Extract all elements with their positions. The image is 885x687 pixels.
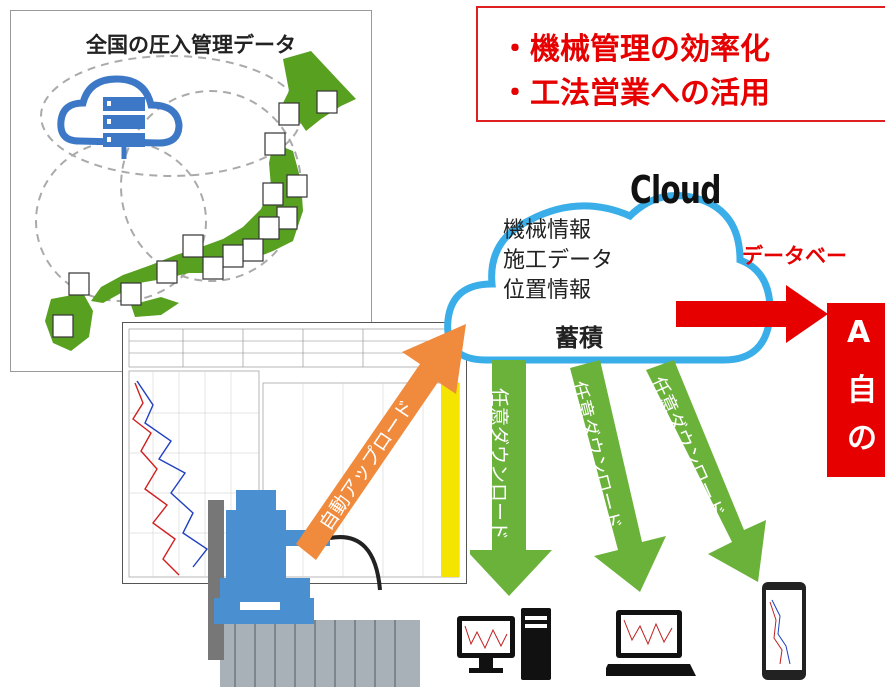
benefit-sales-use: ・工法営業への活用 — [500, 76, 770, 111]
benefits-box: ・機械管理の効率化 ・工法営業への活用 — [476, 6, 885, 122]
cloud-storage-label: 蓄積 — [555, 324, 603, 352]
japan-map-panel: 全国の圧入管理データ — [10, 10, 372, 372]
japan-islands — [45, 51, 356, 351]
ai-box-line2: 自 — [847, 373, 877, 408]
database-label: データベー — [742, 244, 847, 268]
cloud-shape — [444, 192, 774, 364]
database-arrow — [676, 285, 828, 343]
japan-map — [35, 51, 356, 351]
site-thumbnails — [52, 90, 338, 338]
report-chart — [128, 328, 460, 578]
upload-arrow — [296, 324, 466, 560]
download-arrow-phone — [646, 360, 766, 582]
download-label-1: 任意ダウンロード — [488, 388, 510, 541]
cloud-info-construction: 施工データ — [503, 248, 614, 273]
laptop-icon — [606, 610, 696, 676]
cloud-title: Cloud — [630, 168, 721, 212]
download-arrow-laptop — [570, 360, 666, 592]
smartphone-icon — [762, 582, 806, 680]
cloud-info-machine: 機械情報 — [503, 218, 592, 243]
download-arrows — [470, 360, 766, 596]
map-title: 全国の圧入管理データ — [86, 33, 296, 57]
ai-box-line3: の — [847, 421, 877, 456]
cloud-server-icon — [57, 75, 183, 159]
desktop-computer-icon — [457, 608, 551, 680]
cloud-info-location: 位置情報 — [503, 278, 592, 303]
benefit-machine-management: ・機械管理の効率化 — [500, 32, 770, 67]
download-arrow-desktop — [470, 360, 552, 596]
press-in-machine-icon — [208, 490, 420, 687]
ai-box: A 自 の — [827, 303, 885, 477]
ai-box-line1: A — [847, 315, 871, 350]
